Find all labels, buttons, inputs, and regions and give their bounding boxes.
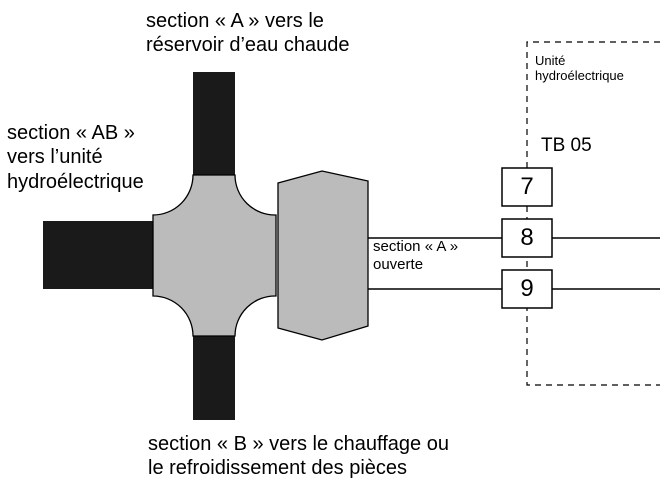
label-section-b-line2: le refroidissement des pièces (148, 457, 408, 480)
label-section-a: section « A » vers le réservoir d’eau ch… (146, 9, 349, 58)
terminal-box-9 (501, 269, 553, 309)
hydro-unit-boundary (526, 41, 660, 386)
terminal-9-number: 9 (520, 275, 534, 302)
pipe-section-ab (43, 221, 163, 289)
label-section-b: section « B » vers le chauffage ou le re… (148, 432, 449, 481)
label-terminal-block: TB 05 (541, 135, 592, 156)
label-section-a-open-line2: ouverte (373, 256, 424, 274)
label-section-ab-line1: section « AB » (7, 122, 135, 144)
terminal-7-number: 7 (520, 173, 534, 200)
label-section-a-open: section « A » ouverte (373, 238, 458, 275)
label-hydro-unit-line1: Unité (535, 53, 566, 68)
valve-actuator (277, 170, 369, 341)
label-section-a-open-line1: section « A » (373, 238, 459, 255)
label-section-a-line2: réservoir d’eau chaude (146, 34, 350, 57)
label-section-b-line1: section « B » vers le chauffage ou (148, 433, 449, 455)
label-hydro-unit-line2: hydroélectrique (535, 67, 624, 83)
terminal-8-number: 8 (520, 224, 534, 251)
label-section-ab-line3: hydroélectrique (7, 170, 144, 193)
label-section-a-line1: section « A » vers le (146, 10, 324, 32)
label-section-ab: section « AB » vers l’unité hydroélectri… (7, 121, 144, 194)
terminal-box-7 (501, 167, 553, 207)
label-hydro-unit: Unité hydroélectrique (535, 53, 624, 84)
label-section-ab-line2: vers l’unité (7, 146, 103, 169)
terminal-box-8 (501, 218, 553, 258)
valve-body (152, 174, 277, 337)
